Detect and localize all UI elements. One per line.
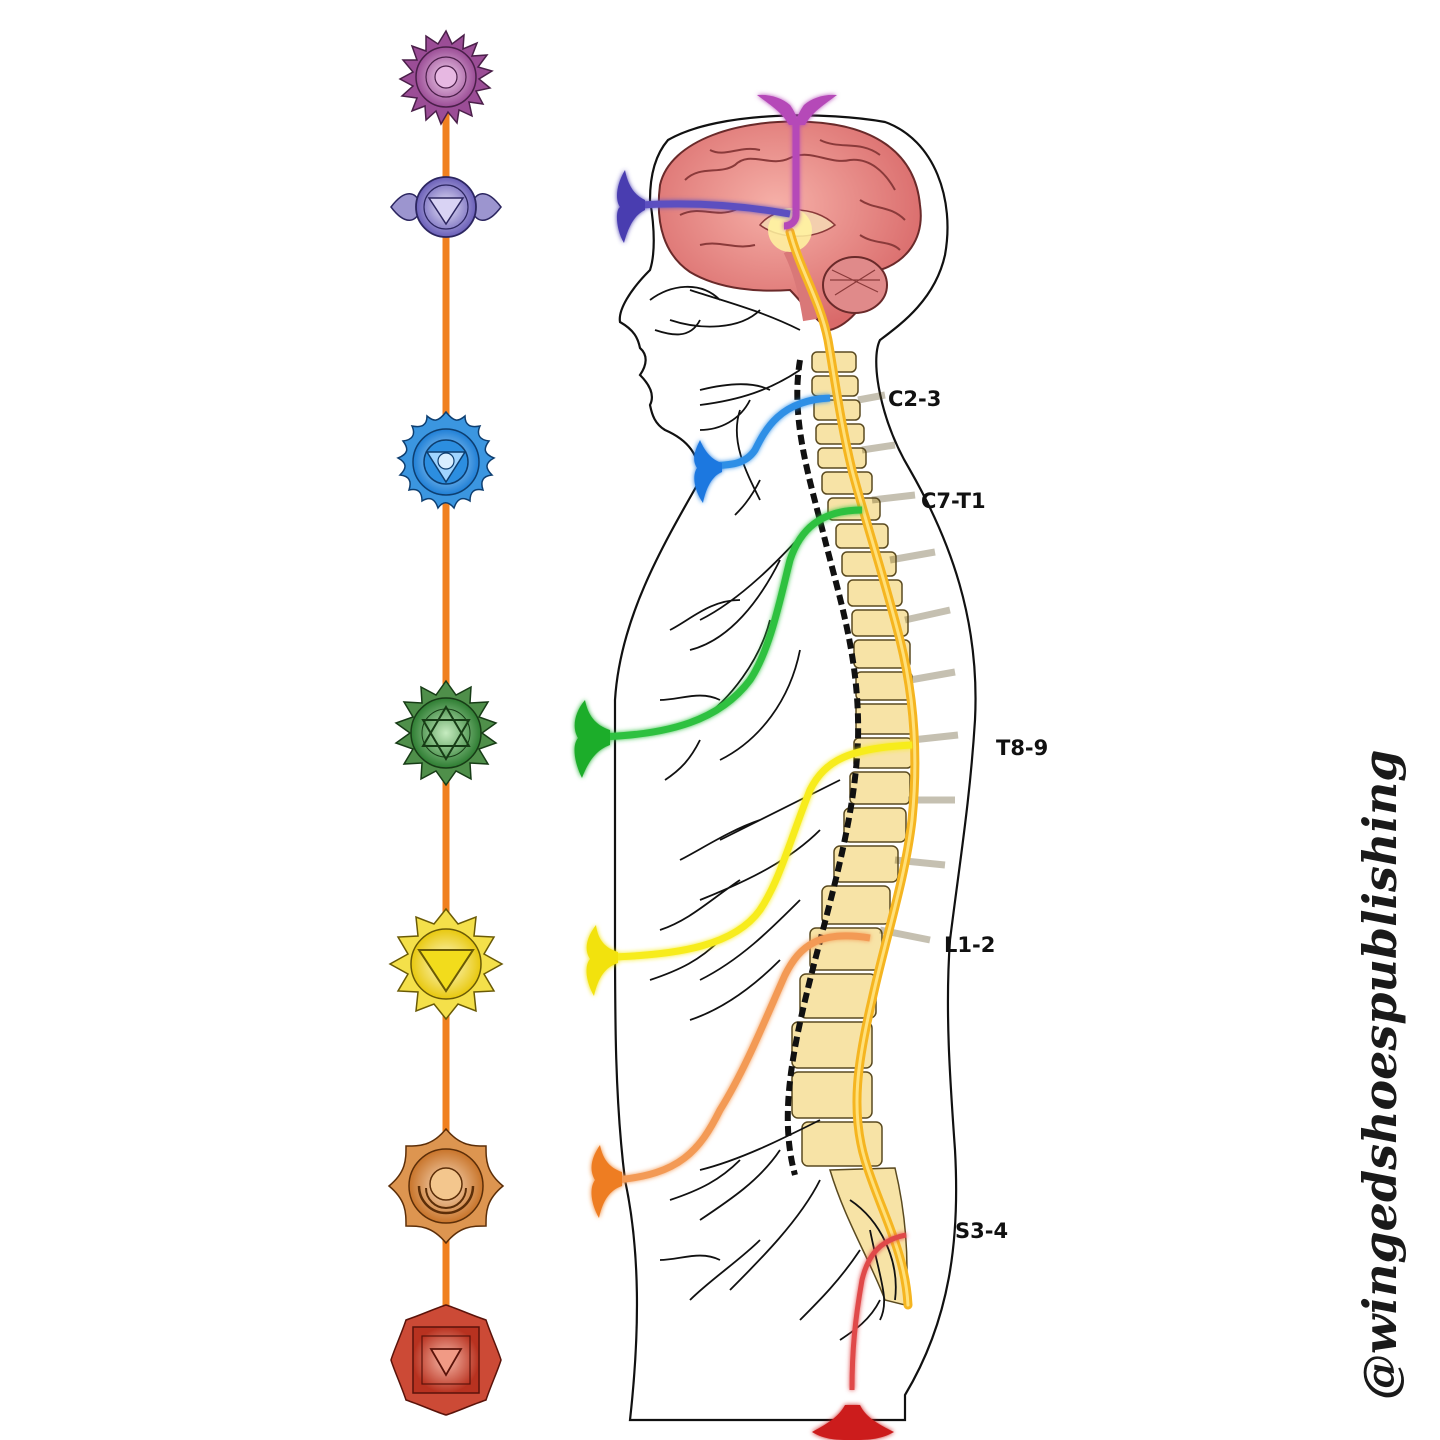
root-nerve xyxy=(812,1232,907,1440)
sacral-nerve xyxy=(591,932,871,1218)
third-eye-nerve xyxy=(616,170,791,243)
vertebra-label-l1-2: L1-2 xyxy=(944,933,995,957)
solar-plexus-chakra-icon xyxy=(388,907,504,1021)
solar-plexus-nerve xyxy=(586,741,913,996)
heart-nerve xyxy=(574,506,863,778)
third-eye-chakra-icon xyxy=(390,176,502,238)
watermark-text: @wingedshoespublishing xyxy=(1353,749,1407,1400)
vertebra-label-c2-3: C2-3 xyxy=(888,387,941,411)
root-chakra-icon xyxy=(390,1304,502,1416)
crown-nerve xyxy=(757,94,837,230)
vertebra-label-s3-4: S3-4 xyxy=(955,1219,1008,1243)
throat-chakra-icon xyxy=(396,410,496,510)
spinal-column xyxy=(791,351,959,1306)
crown-chakra-icon xyxy=(398,29,494,126)
sacral-chakra-icon xyxy=(387,1127,505,1245)
body-outline xyxy=(613,114,977,1422)
vertebra-label-c7-t1: C7-T1 xyxy=(921,489,986,513)
vertebra-label-t8-9: T8-9 xyxy=(996,736,1048,760)
nerve-branches xyxy=(649,285,897,1341)
heart-chakra-icon xyxy=(394,679,498,787)
throat-nerve xyxy=(694,394,831,503)
